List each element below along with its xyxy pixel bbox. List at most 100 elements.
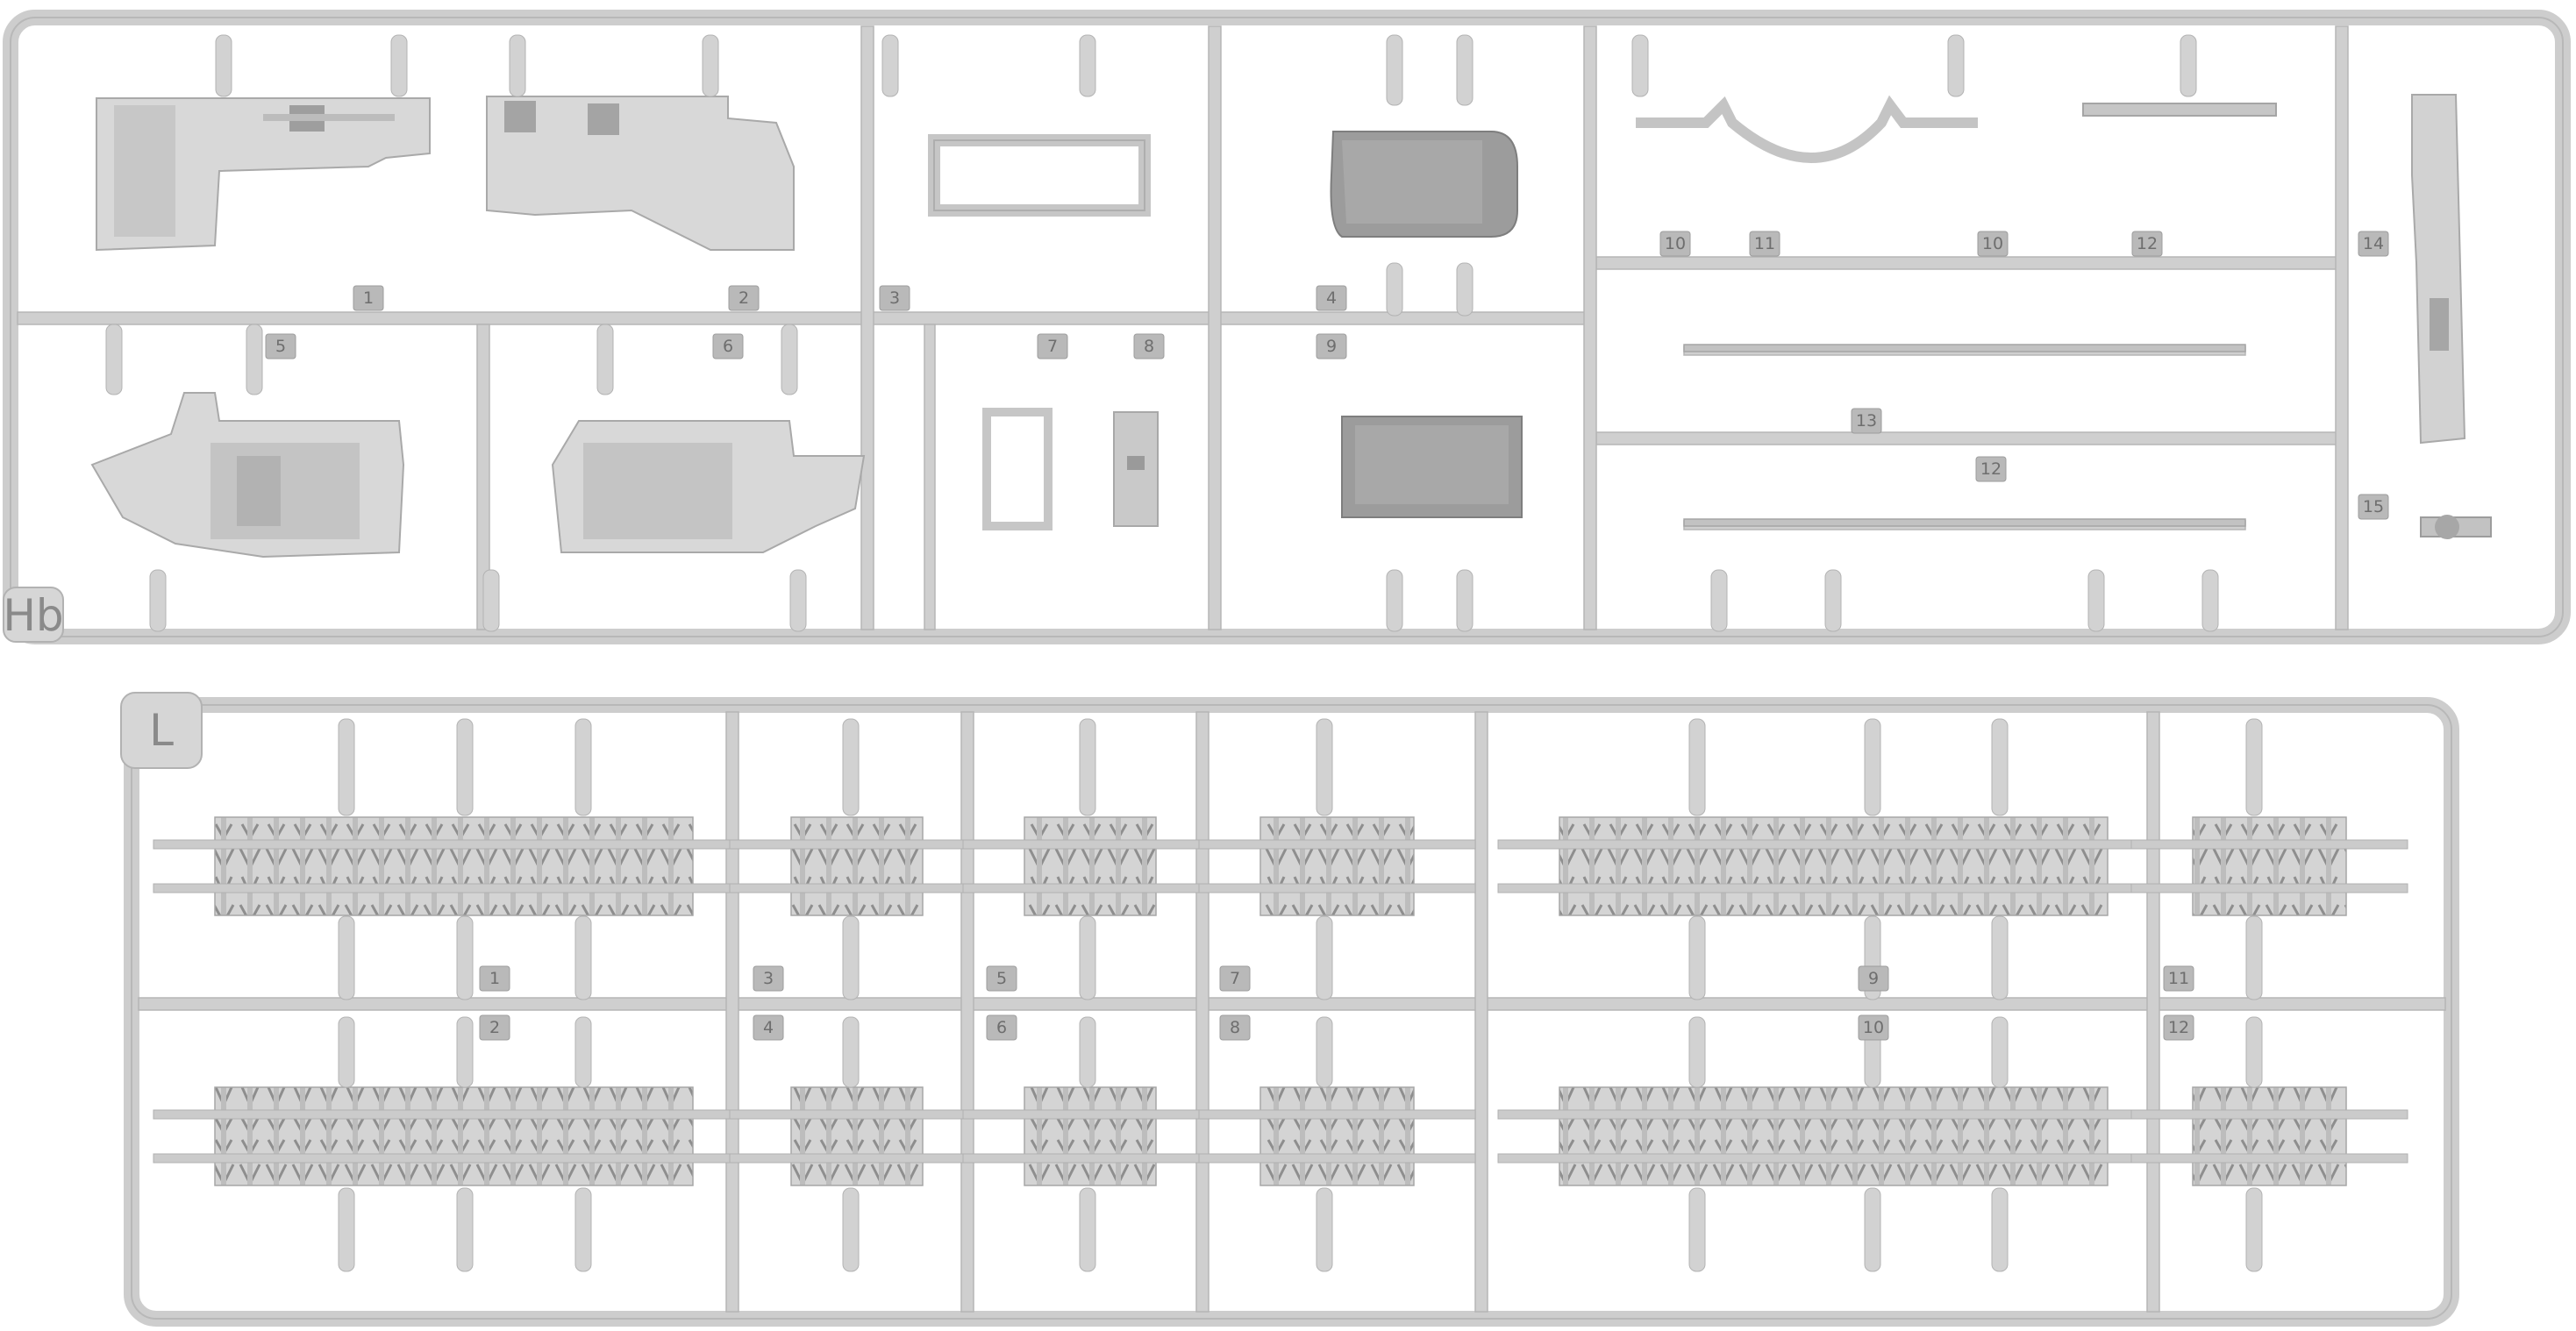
track-link-run bbox=[2130, 1086, 2408, 1186]
gate-stub bbox=[509, 34, 526, 97]
cab-panel-left-upper bbox=[96, 97, 431, 252]
track-link-run bbox=[153, 816, 755, 916]
bracket-part-7 bbox=[982, 408, 1053, 530]
gate-stub bbox=[215, 34, 232, 97]
sprue-l-tag-text: 2 bbox=[489, 1018, 500, 1037]
bracket-part-8 bbox=[1113, 411, 1159, 527]
tool-part-15 bbox=[2420, 515, 2492, 539]
sprue-l-tag-text: 3 bbox=[763, 969, 774, 988]
sprue-hb-tag-6: 6 bbox=[712, 333, 744, 359]
track-link-run bbox=[729, 816, 985, 916]
sprue-hb-tag-text: 10 bbox=[1982, 234, 2003, 253]
gate-stub bbox=[1079, 1187, 1096, 1272]
sprue-hb-tag-7: 7 bbox=[1037, 333, 1068, 359]
gate-stub bbox=[1947, 34, 1965, 97]
gate-stub bbox=[2245, 1187, 2263, 1272]
gate-stub bbox=[1688, 718, 1706, 816]
sprue-l-tag-7: 7 bbox=[1219, 965, 1251, 992]
gate-stub bbox=[2201, 569, 2219, 632]
track-link-run bbox=[1198, 816, 1476, 916]
sprue-l-tag-12: 12 bbox=[2163, 1014, 2194, 1041]
sprue-l-tag-1: 1 bbox=[479, 965, 510, 992]
gate-stub bbox=[338, 1187, 355, 1272]
gate-stub bbox=[2245, 915, 2263, 1000]
gate-stub bbox=[482, 569, 500, 632]
sprue-l-tag-text: 11 bbox=[2168, 969, 2189, 988]
gate-stub bbox=[1864, 1187, 1881, 1272]
rod-part-13-bottom bbox=[1683, 518, 2246, 527]
track-link-run bbox=[1497, 816, 2170, 916]
seat-part-9 bbox=[1341, 416, 1523, 518]
sprue-hb-label-tag: Hb bbox=[3, 587, 64, 643]
sprue-hb-tag-text: 5 bbox=[275, 337, 286, 356]
gate-stub bbox=[574, 1016, 592, 1088]
rod-part-13-top bbox=[1683, 344, 2246, 352]
sprue-hb-tag-2: 2 bbox=[728, 285, 760, 311]
gate-stub bbox=[1991, 718, 2009, 816]
sprue-hb-tag-3: 3 bbox=[879, 285, 910, 311]
sprue-l-tag-4: 4 bbox=[753, 1014, 784, 1041]
sprue-hb-tag-text: 2 bbox=[739, 288, 749, 308]
gate-stub bbox=[1079, 34, 1096, 97]
gate-stub bbox=[574, 1187, 592, 1272]
gate-stub bbox=[456, 718, 474, 816]
gate-stub bbox=[1316, 1187, 1333, 1272]
sprue-hb-tag-16: 14 bbox=[2358, 231, 2389, 257]
frame-part-3 bbox=[928, 134, 1151, 217]
sprue-hb-tag-1: 1 bbox=[353, 285, 384, 311]
sprue-l-tag-text: 12 bbox=[2168, 1018, 2189, 1037]
sprue-hb-tag-text: 9 bbox=[1326, 337, 1337, 356]
gate-stub bbox=[456, 1187, 474, 1272]
sprue-hb-tag-text: 8 bbox=[1144, 337, 1154, 356]
gate-stub bbox=[1991, 1187, 2009, 1272]
gate-stub bbox=[1386, 262, 1403, 317]
sprue-hb-tag-text: 1 bbox=[363, 288, 374, 308]
gate-stub bbox=[1316, 915, 1333, 1000]
gate-stub bbox=[2087, 569, 2105, 632]
sprue-l-tag-text: 6 bbox=[996, 1018, 1007, 1037]
sprue-l-frame bbox=[124, 697, 2459, 1327]
cab-panel-right-lower bbox=[551, 420, 866, 553]
sprue-hb-tag-text: 7 bbox=[1047, 337, 1058, 356]
gate-stub bbox=[390, 34, 408, 97]
sprue-l-gates bbox=[338, 718, 2263, 1272]
gate-stub bbox=[789, 569, 807, 632]
sprue-hb-tag-text: 15 bbox=[2363, 497, 2384, 516]
track-link-run bbox=[153, 1086, 755, 1186]
sprue-hb-tag-text: 3 bbox=[889, 288, 900, 308]
sprue-hb-tag-12: 10 bbox=[1977, 231, 2009, 257]
gate-stub bbox=[1456, 262, 1474, 317]
gate-stub bbox=[456, 1016, 474, 1088]
gate-stub bbox=[1386, 34, 1403, 106]
sprue-l-label: L bbox=[149, 705, 174, 756]
axle-part-10 bbox=[1636, 95, 1978, 163]
sprue-hb-tag-8: 8 bbox=[1133, 333, 1165, 359]
gate-stub bbox=[881, 34, 899, 97]
sprue-l-tag-9: 9 bbox=[1858, 965, 1889, 992]
sprue-l-tag-5: 5 bbox=[986, 965, 1017, 992]
gate-stub bbox=[149, 569, 167, 632]
sprue-hb-gates bbox=[105, 34, 2219, 632]
gate-stub bbox=[574, 718, 592, 816]
gate-stub bbox=[1710, 569, 1728, 632]
sprue-hb-tag-text: 12 bbox=[2137, 234, 2158, 253]
sprue-l-tag-8: 8 bbox=[1219, 1014, 1251, 1041]
gate-stub bbox=[105, 324, 123, 395]
sprue-hb-tag-text: 4 bbox=[1326, 288, 1337, 308]
gate-stub bbox=[1456, 34, 1474, 106]
sprue-l-tag-text: 7 bbox=[1230, 969, 1240, 988]
gate-stub bbox=[702, 34, 719, 97]
gate-stub bbox=[1688, 1187, 1706, 1272]
sprue-l-tag-11: 11 bbox=[2163, 965, 2194, 992]
sprue-l-tag-text: 4 bbox=[763, 1018, 774, 1037]
track-link-run bbox=[2130, 816, 2408, 916]
sprue-hb-tag-14: 13 bbox=[1851, 408, 1882, 434]
gate-stub bbox=[1991, 915, 2009, 1000]
gate-stub bbox=[1316, 718, 1333, 816]
sprue-hb-tag-text: 6 bbox=[723, 337, 733, 356]
sprue-hb-tag-5: 5 bbox=[265, 333, 296, 359]
gate-stub bbox=[1386, 569, 1403, 632]
